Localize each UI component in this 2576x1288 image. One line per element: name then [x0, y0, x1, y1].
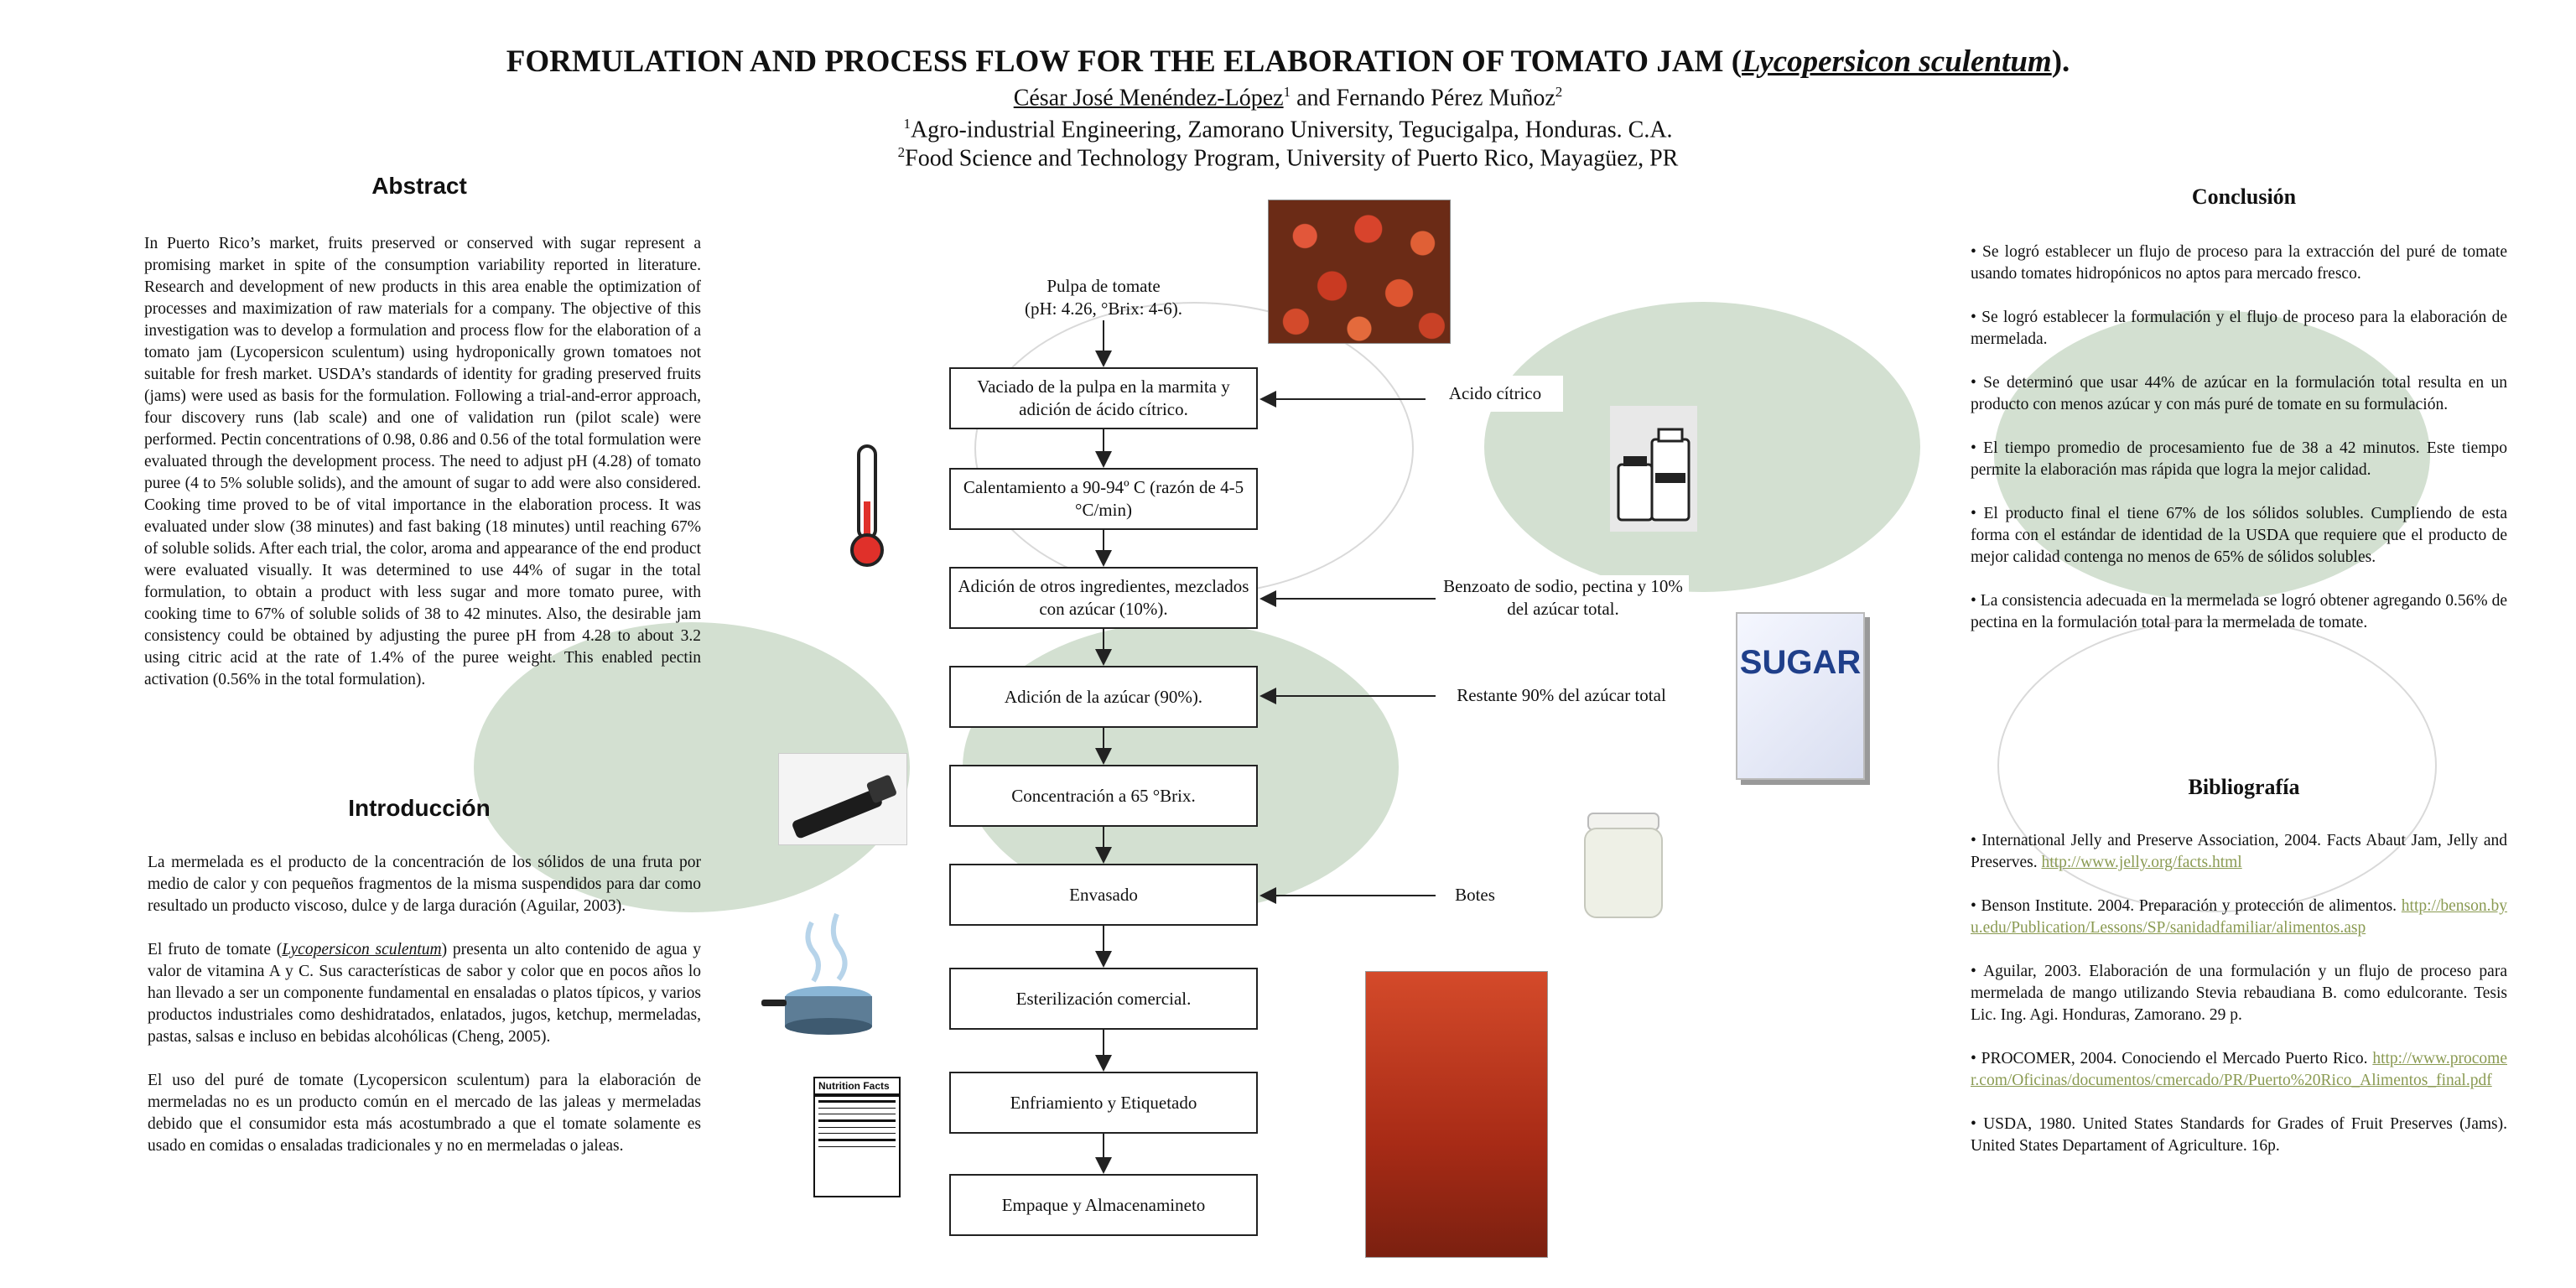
refractometer-icon [792, 775, 896, 839]
flow-step-2: Calentamiento a 90-94º C (razón de 4-5 °… [949, 468, 1258, 530]
reference-link[interactable]: http://www.procomer.com/Oficinas/documen… [1971, 1050, 2507, 1089]
thermometer-icon [850, 444, 884, 567]
conclusion-item: • El producto final el tiene 67% de los … [1971, 505, 2507, 566]
flow-step-3: Adición de otros ingredientes, mezclados… [949, 567, 1258, 629]
conclusion-heading: Conclusión [2191, 184, 2297, 209]
flow-step-4: Adición de la azúcar (90%). [949, 666, 1258, 728]
nutrition-facts-label: Nutrition Facts [813, 1077, 901, 1197]
conclusion-list: • Se logró establecer un flujo de proces… [1971, 242, 2507, 656]
chemical-bottles-icon [1610, 406, 1697, 532]
reference-item: • USDA, 1980. United States Standards fo… [1971, 1115, 2507, 1155]
input-citric-acid: Acido cítrico [1427, 376, 1563, 412]
flow-step-7: Esterilización comercial. [949, 968, 1258, 1030]
input-benzoate-pectin: Benzoato de sodio, pectina y 10% del azú… [1437, 575, 1689, 621]
glass-jar-icon [1584, 813, 1663, 918]
author-2: Fernando Pérez Muñoz [1336, 85, 1555, 112]
intro-paragraph-2: El fruto de tomate (Lycopersicon sculent… [148, 941, 701, 1046]
reference-item: • Benson Institute. 2004. Preparación y … [1971, 897, 2507, 937]
conclusion-item: • Se logró establecer la formulación y e… [1971, 309, 2507, 348]
conclusion-item: • El tiempo promedio de procesamiento fu… [1971, 439, 2507, 479]
affiliation-1: 1Agro-industrial Engineering, Zamorano U… [903, 116, 1673, 143]
sugar-bag-image: SUGAR [1736, 612, 1865, 780]
poster-authors: César José Menéndez-López1 and Fernando … [1013, 84, 1563, 112]
flow-start-label: Pulpa de tomate (pH: 4.26, °Brix: 4-6). [1024, 276, 1183, 319]
flow-step-5: Concentración a 65 °Brix. [949, 765, 1258, 827]
input-jars: Botes [1455, 885, 1495, 905]
flow-step-9: Empaque y Almacenamineto [949, 1174, 1258, 1236]
conclusion-item: • La consistencia adecuada en la mermela… [1971, 592, 2507, 631]
intro-heading: Introducción [348, 795, 491, 821]
decorative-ellipse-right [1484, 302, 1920, 592]
conclusion-item: • Se determinó que usar 44% de azúcar en… [1971, 374, 2507, 413]
tomatoes-photo [1268, 200, 1451, 344]
abstract-heading: Abstract [371, 173, 467, 199]
reference-item: • Aguilar, 2003. Elaboración de una form… [1971, 963, 2507, 1024]
reference-item: • International Jelly and Preserve Assoc… [1971, 832, 2507, 871]
flow-step-8: Enfriamiento y Etiquetado [949, 1072, 1258, 1134]
poster-title: FORMULATION AND PROCESS FLOW FOR THE ELA… [506, 44, 2070, 79]
reference-link[interactable]: http://www.jelly.org/facts.html [2041, 854, 2242, 871]
reference-item: • PROCOMER, 2004. Conociendo el Mercado … [1971, 1050, 2507, 1089]
reference-link[interactable]: http://benson.byu.edu/Publication/Lesson… [1971, 897, 2507, 937]
intro-paragraph-3: El uso del puré de tomate (Lycopersicon … [148, 1072, 701, 1155]
affiliation-2: 2Food Science and Technology Program, Un… [897, 144, 1679, 172]
flow-step-1: Vaciado de la pulpa en la marmita y adic… [949, 367, 1258, 429]
author-1: César José Menéndez-López [1013, 85, 1284, 112]
tomato-jam-jars-photo [1365, 971, 1548, 1258]
flow-step-6: Envasado [949, 864, 1258, 926]
sugar-bag-label: SUGAR [1739, 644, 1862, 681]
decorative-ellipse-outline-bib [1997, 619, 2437, 912]
refractometer-image [778, 753, 907, 845]
conclusion-item: • Se logró establecer un flujo de proces… [1971, 243, 2507, 283]
intro-paragraph-1: La mermelada es el producto de la concen… [148, 854, 701, 915]
decorative-ellipse-conclusion [1994, 310, 2430, 600]
bibliography-heading: Bibliografía [2188, 775, 2300, 799]
abstract-text: In Puerto Rico’s market, fruits preserve… [144, 235, 701, 688]
bibliography-list: • International Jelly and Preserve Assoc… [1971, 830, 2507, 1179]
input-remaining-sugar: Restante 90% del azúcar total [1457, 685, 1666, 705]
intro-text: La mermelada es el producto de la concen… [148, 852, 701, 1179]
boiling-pot-icon [761, 912, 872, 1035]
